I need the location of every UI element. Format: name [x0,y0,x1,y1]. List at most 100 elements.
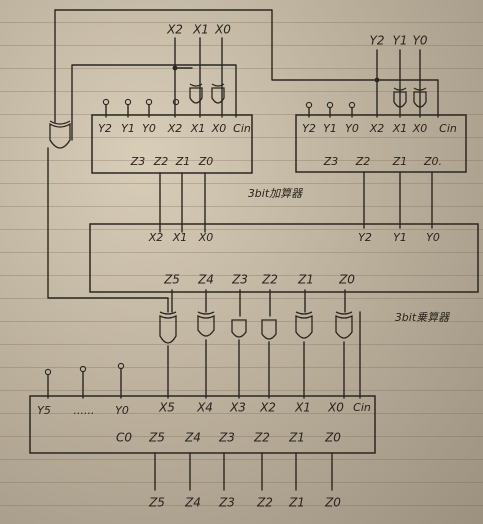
adder6-input-label: X1 [294,401,311,415]
mult-output-label: Z4 [197,273,214,287]
mult-input-label: Y2 [358,231,372,244]
top-input-label: Y1 [393,34,408,48]
adder-caption: 3bit加算器 [248,187,303,200]
adder6-output-label: Z5 [148,431,165,445]
block1-input-label: Cin [233,122,251,135]
adder6-input-label: X0 [327,401,344,415]
block2-input-label: Y2 [302,122,316,135]
gate-to-adder-wires [167,311,361,399]
final-output-label: Z5 [148,496,165,510]
block1-output-label: Z2 [153,155,169,168]
mult-output-label: Z5 [163,273,180,287]
final-output-label: Z2 [256,496,273,510]
xor-gate [295,314,313,339]
input-gate [393,91,407,108]
inner-loop-wire [71,64,237,141]
block1-output-label: Z1 [175,155,191,168]
block2-input-label: X2 [369,122,385,135]
block1-output-label: Z0 [198,155,214,168]
top-input-label: X2 [166,23,183,37]
final-output-label: Z4 [184,496,201,510]
adder6-input-label: X4 [196,401,213,415]
block1-input-label: Y2 [98,122,112,135]
block2-input-label: Y0 [345,122,359,135]
adder6-input-label: ...... [74,404,95,417]
xor-gate-row [159,311,353,344]
block2-input-bubbles [305,101,356,118]
adder6-input-bubbles [44,362,125,399]
input-gate [189,87,203,104]
multiplier-output-wires [171,289,346,317]
mult-input-label: Y1 [393,231,407,244]
block1-input-label: X1 [190,122,206,135]
block1-input-label: X2 [167,122,183,135]
block2-output-label: Z0. [423,155,442,168]
mult-output-label: Z2 [261,273,278,287]
xor-gate [159,314,177,344]
junction-dot [374,77,380,83]
mult-output-label: Z3 [231,273,248,287]
final-output-label: Z3 [218,496,235,510]
input-gate-back [413,87,427,91]
top-input-label: Y0 [413,34,428,48]
xor-gate-back [159,311,177,315]
input-gate-back [189,83,203,87]
block1-input-label: Y1 [121,122,135,135]
block2-input-label: Y1 [323,122,337,135]
xor-gate-back [197,311,215,315]
top-input-label: Y2 [370,34,385,48]
mult-output-label: Z1 [297,273,314,287]
input-bubble [305,101,313,109]
adder6-output-label: C0 [116,431,132,445]
adder6-input-label: Y5 [37,404,51,417]
block1-input-label: Y0 [142,122,156,135]
adder6-input-label: X5 [158,401,175,415]
xor-gate [335,314,353,339]
block1-input-label: X0 [211,122,227,135]
mult-input-label: Y0 [426,231,440,244]
mult-input-label: X1 [172,231,188,244]
block2-output-label: Z3 [323,155,339,168]
input-bubble [172,98,180,106]
input-bubble [124,98,132,106]
adder6-output-label: Z3 [218,431,235,445]
left-loop-wire-lower [47,147,169,313]
xor-gate-back [295,311,313,315]
block1-input-bubbles [102,98,180,118]
adder6-output-label: Z2 [253,431,270,445]
left-loop-gate [49,122,71,149]
mult-input-label: X2 [148,231,164,244]
input-gate-back [211,83,225,87]
block2-input-label: X1 [392,122,408,135]
mult-output-label: Z0 [338,273,355,287]
xor-gate-back [335,311,353,315]
final-output-label: Z0 [324,496,341,510]
input-bubble [102,98,110,106]
block2-input-label: X0 [412,122,428,135]
block2-input-label: Cin [439,122,457,135]
final-output-label: Z1 [288,496,305,510]
input-bubble [145,98,153,106]
adder6-input-label: X3 [229,401,246,415]
multiplier-caption: 3bit乗算器 [395,311,450,324]
input-bubble [348,101,356,109]
top-input-label: X0 [214,23,231,37]
final-output-wires [154,452,333,491]
adder6-input-label: Cin [353,401,371,414]
adder6-output-label: Z4 [184,431,201,445]
top-loop-wire [54,9,439,118]
adder-block-1 [91,114,253,174]
input-gate [413,91,427,108]
adder6-input-label: Y0 [115,404,129,417]
input-bubble [326,101,334,109]
xor-gate [197,314,215,337]
adder6-input-label: X2 [259,401,276,415]
adder6-output-label: Z1 [288,431,305,445]
mult-input-label: X0 [198,231,214,244]
top-input-label: X1 [192,23,209,37]
adder-block-2 [295,114,467,173]
adder6-output-label: Z0 [324,431,341,445]
adder-6bit-block [29,395,376,454]
